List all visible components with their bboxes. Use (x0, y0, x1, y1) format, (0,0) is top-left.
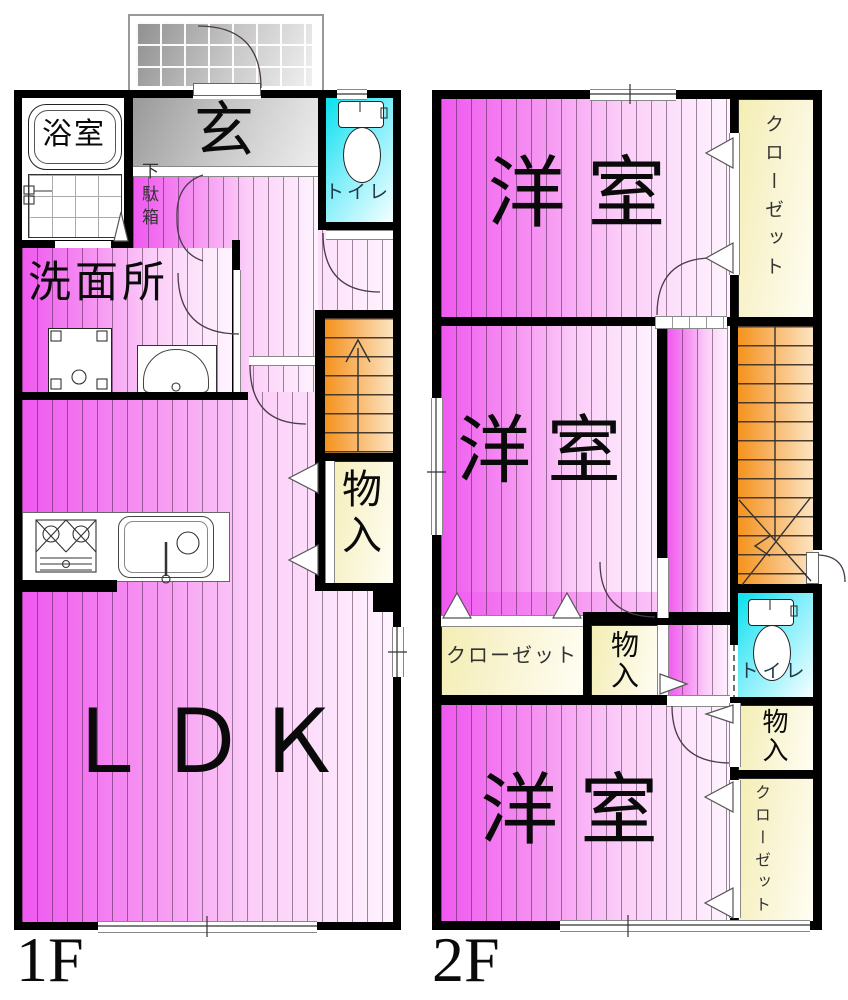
staircase-2f (738, 326, 813, 584)
closet-bottom-room (738, 778, 815, 923)
storage-mid-label: 物入 (607, 630, 638, 692)
hallway-sliding-door (655, 316, 727, 329)
genkan-step (133, 166, 318, 177)
stair-exterior-door-leaf (806, 552, 819, 584)
hallway-2f (667, 326, 730, 695)
toilet-bowl-2f (753, 625, 791, 681)
closet-bottom-door (729, 780, 741, 918)
bedroom-mid-door (657, 558, 669, 618)
washroom-label: 洗面所 (28, 260, 169, 307)
toilet-label-1f: トイレ (324, 182, 391, 203)
closet-mid-door (441, 615, 583, 627)
storage-door-1f (325, 461, 335, 583)
storage-right-label: 物入 (759, 708, 788, 766)
stair-exterior-door-arc (817, 554, 846, 583)
washroom-door (233, 270, 241, 392)
closet-bottom-label: クローゼット (752, 784, 769, 919)
closet-top-room (738, 99, 815, 319)
entrance-label: 玄 (194, 98, 254, 164)
staircase-1f (325, 318, 393, 453)
storage-right-door (729, 703, 741, 767)
entrance-porch-grid (136, 22, 312, 86)
closet-top-door (729, 133, 740, 275)
hallway-room3-gap (667, 695, 730, 707)
entrance-hall (133, 98, 318, 168)
toilet-door-1f (326, 230, 393, 240)
washing-machine (48, 328, 112, 394)
storage-label-1f: 物入 (336, 468, 381, 560)
kitchen-sink-inner (124, 521, 208, 573)
toilet-bowl-1f (343, 127, 381, 183)
storage-mid-door (657, 625, 669, 695)
toilet-label-2f: トイレ (739, 661, 809, 682)
storage-right-room (738, 705, 815, 772)
bedroom-bottom-label: 洋室 (479, 767, 680, 854)
bath-door (55, 241, 111, 248)
closet-top-label: クローゼット (762, 114, 783, 285)
bedroom-mid-label: 洋室 (457, 411, 637, 493)
bedroom-mid-floor (441, 326, 657, 592)
window-2f-bottom (560, 920, 810, 932)
closet-mid-label: クローゼット (446, 645, 578, 667)
ldk-label: ＬＤＫ (61, 695, 350, 792)
bedroom-top-label: 洋室 (487, 150, 688, 237)
window-1f-right (392, 627, 404, 677)
toilet-window-1f (337, 89, 367, 100)
toilet-tank-1f (338, 101, 384, 128)
window-1f-bottom (98, 921, 317, 933)
storage-mid-room (591, 625, 659, 697)
storage-room-1f (325, 461, 395, 585)
bath-tiles (28, 174, 122, 238)
window-2f-top (590, 89, 676, 101)
corridor-door-gap (249, 356, 315, 366)
bathtub-inner (34, 110, 116, 164)
bath-label: 浴室 (42, 118, 106, 151)
floor-label-2f: 2F (432, 924, 500, 995)
shoe-cabinet-label: 下駄箱 (139, 162, 158, 231)
entrance-door-leaf (193, 83, 261, 96)
floor-label-1f: 1F (16, 924, 84, 995)
toilet-tank-2f (748, 599, 794, 626)
